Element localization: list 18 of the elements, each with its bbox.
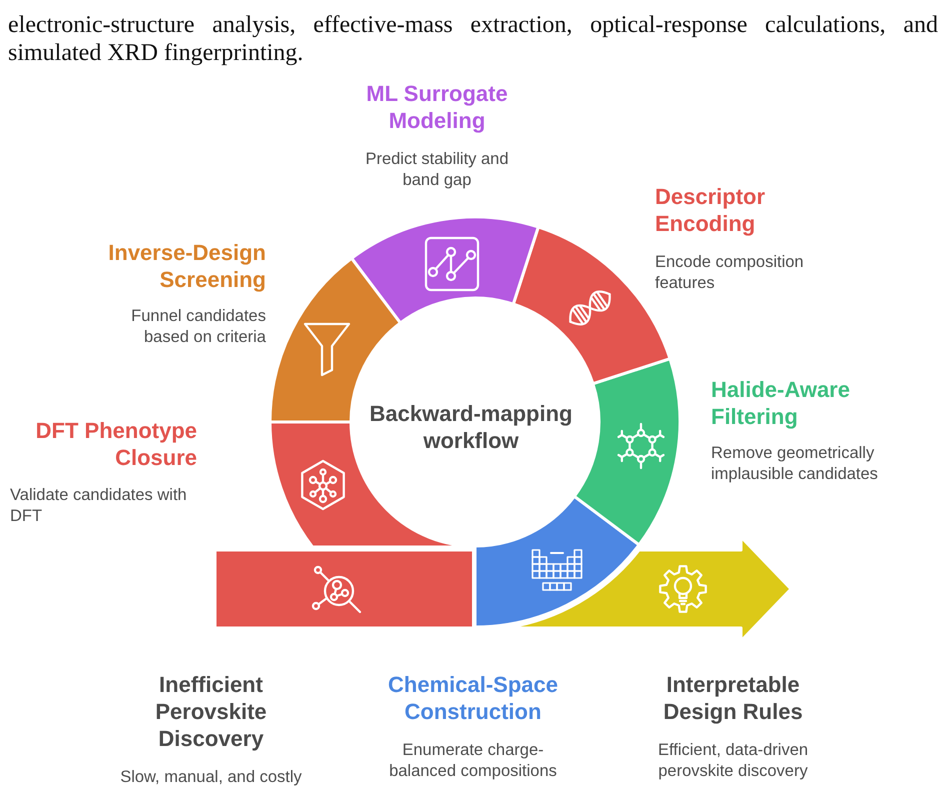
step-title: Descriptor Encoding	[655, 182, 766, 236]
step-title: DFT Phenotype Closure	[34, 416, 197, 470]
step-description: Funnel candidates based on criteria	[130, 306, 266, 348]
step-title: Interpretable Design Rules	[662, 670, 804, 724]
paragraph-text: electronic-structure analysis, effective-mass extraction, optical-response calculations, and simulated XRD fingerprinting.	[8, 11, 938, 67]
step-description: Validate candidates with DFT	[10, 484, 188, 526]
center-title: Backward-mapping workflow	[369, 400, 573, 454]
step-description: Remove geometrically implausible candidates	[711, 442, 879, 484]
step-description: Enumerate charge-balanced compositions	[388, 740, 558, 782]
step-title: Inverse-Design Screening	[107, 238, 266, 292]
step-title: Inefficient Perovskite Discovery	[154, 670, 268, 752]
step-description: Efficient, data-driven perovskite discovery	[657, 740, 809, 782]
step-title: Halide-Aware Filtering	[711, 376, 851, 430]
step-description: Predict stability and band gap	[364, 148, 510, 190]
step-title: ML Surrogate Modeling	[366, 80, 508, 134]
step-description: Encode composition features	[655, 252, 805, 294]
step-title: Chemical-Space Construction	[388, 670, 558, 724]
step-description: Slow, manual, and costly	[120, 766, 302, 788]
